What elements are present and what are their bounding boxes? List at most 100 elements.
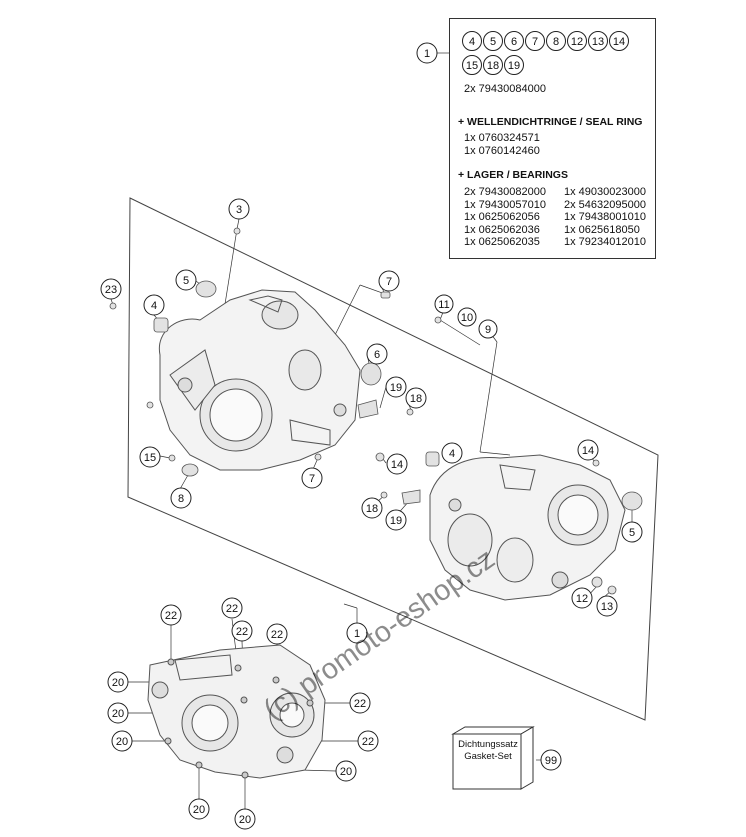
callout-5: 5 — [621, 521, 643, 543]
callout-13: 13 — [596, 595, 618, 617]
svg-text:14: 14 — [391, 459, 403, 471]
callout-22: 22 — [221, 597, 243, 619]
svg-text:18: 18 — [366, 503, 378, 515]
svg-text:22: 22 — [226, 603, 238, 615]
svg-text:4: 4 — [151, 300, 157, 312]
callout-8: 8 — [170, 487, 192, 509]
svg-text:22: 22 — [271, 629, 283, 641]
kit-part-number: 2x 79430084000 — [464, 83, 546, 95]
callout-18: 18 — [405, 387, 427, 409]
svg-text:9: 9 — [485, 324, 491, 336]
seal-part-2: 1x 0760142460 — [464, 144, 540, 157]
svg-text:8: 8 — [178, 493, 184, 505]
svg-text:20: 20 — [193, 804, 205, 816]
callout-15: 15 — [139, 446, 161, 468]
gasket-set-line-2: Gasket-Set — [464, 751, 512, 762]
svg-text:20: 20 — [116, 736, 128, 748]
svg-text:22: 22 — [236, 626, 248, 638]
svg-text:12: 12 — [576, 593, 588, 605]
callout-20: 20 — [107, 671, 129, 693]
svg-text:15: 15 — [144, 452, 156, 464]
kit-number-circle: 12 — [567, 31, 587, 51]
callout-22: 22 — [231, 620, 253, 642]
upper-right-crankcase-half — [429, 454, 626, 601]
svg-text:1: 1 — [424, 48, 430, 60]
svg-text:14: 14 — [582, 445, 594, 457]
callout-6: 6 — [366, 343, 388, 365]
svg-text:7: 7 — [309, 473, 315, 485]
svg-text:23: 23 — [105, 284, 117, 296]
seal-ring-header: + WELLENDICHTRINGE / SEAL RING — [458, 116, 643, 128]
svg-text:5: 5 — [183, 275, 189, 287]
callout-1: 1 — [346, 622, 368, 644]
kit-number-circle: 7 — [525, 31, 545, 51]
kit-number-circle: 19 — [504, 55, 524, 75]
kit-number-circle: 5 — [483, 31, 503, 51]
callout-14: 14 — [386, 453, 408, 475]
callout-22: 22 — [160, 604, 182, 626]
svg-text:99: 99 — [545, 755, 557, 767]
callout-4: 4 — [143, 294, 165, 316]
seal-part-1: 1x 0760324571 — [464, 132, 540, 144]
callout-19: 19 — [385, 376, 407, 398]
callout-3: 3 — [228, 198, 250, 220]
svg-text:22: 22 — [362, 736, 374, 748]
callout-20: 20 — [107, 702, 129, 724]
svg-text:18: 18 — [410, 393, 422, 405]
upper-right-small-parts — [380, 451, 643, 595]
callout-7: 7 — [301, 467, 323, 489]
svg-text:13: 13 — [601, 601, 613, 613]
assembly-frame — [127, 197, 659, 721]
svg-text:3: 3 — [236, 204, 242, 216]
callout-7: 7 — [378, 270, 400, 292]
kit-number-circle: 4 — [462, 31, 482, 51]
svg-text:20: 20 — [112, 677, 124, 689]
gasket-set-box — [451, 726, 535, 790]
svg-text:22: 22 — [165, 610, 177, 622]
callout-14: 14 — [577, 439, 599, 461]
callout-20: 20 — [188, 798, 210, 820]
kit-number-circle: 18 — [483, 55, 503, 75]
upper-left-small-parts — [109, 227, 442, 477]
kit-number-circle: 6 — [504, 31, 524, 51]
callout-1: 1 — [416, 42, 438, 64]
svg-text:19: 19 — [390, 515, 402, 527]
kit-number-circle: 14 — [609, 31, 629, 51]
callout-10: 10 — [457, 307, 477, 327]
callout-9: 9 — [478, 319, 498, 339]
svg-text:11: 11 — [438, 299, 449, 311]
callout-20: 20 — [335, 760, 357, 782]
svg-text:22: 22 — [354, 698, 366, 710]
callout-22: 22 — [349, 692, 371, 714]
callout-99: 99 — [540, 749, 562, 771]
svg-text:19: 19 — [390, 382, 402, 394]
callout-4: 4 — [441, 442, 463, 464]
upper-left-crankcase-half — [158, 289, 361, 471]
callout-22: 22 — [357, 730, 379, 752]
callout-11: 11 — [434, 294, 454, 314]
svg-text:4: 4 — [449, 448, 455, 460]
svg-text:1: 1 — [354, 628, 360, 640]
callout-22: 22 — [266, 623, 288, 645]
callout-18: 18 — [361, 497, 383, 519]
callout-19: 19 — [385, 509, 407, 531]
svg-text:7: 7 — [386, 276, 392, 288]
callout-20: 20 — [111, 730, 133, 752]
svg-text:20: 20 — [239, 814, 251, 826]
kit-number-circle: 15 — [462, 55, 482, 75]
svg-text:20: 20 — [112, 708, 124, 720]
svg-text:10: 10 — [461, 312, 473, 324]
kit-number-circle: 13 — [588, 31, 608, 51]
kit-number-circle: 8 — [546, 31, 566, 51]
callout-5: 5 — [175, 269, 197, 291]
callout-20: 20 — [234, 808, 256, 830]
